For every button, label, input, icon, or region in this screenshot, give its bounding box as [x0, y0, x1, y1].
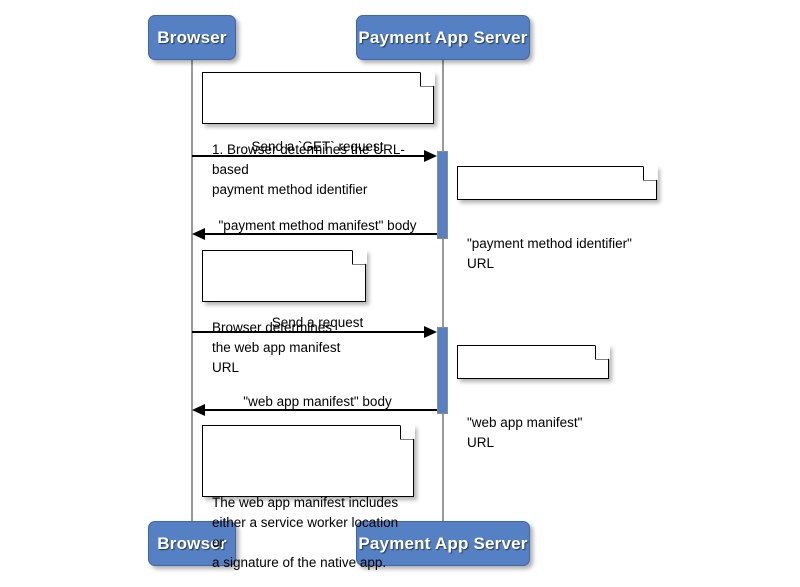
message-line-payment-method-manifest-body [204, 233, 443, 235]
participant-label-browser-top: Browser [157, 27, 227, 47]
participant-box-browser-top[interactable]: Browser [148, 15, 236, 60]
note-web-app-manifest-url: "web app manifest" URL [457, 344, 610, 450]
note-browser-determines-web-app-manifest-url: Browser determines the web app manifest … [202, 249, 367, 375]
message-text-4: "web app manifest" body [243, 394, 392, 409]
activation-bar-server-2 [437, 327, 448, 414]
activation-bar-server-1 [437, 151, 448, 239]
note-browser-determines-identifier: 1. Browser determines the URL-based paym… [202, 71, 435, 197]
lifeline-payment-app-server [442, 60, 444, 522]
note-web-app-manifest-includes: The web app manifest includes either a s… [202, 424, 415, 570]
note-text-2: "payment method identifier" URL [467, 236, 632, 271]
message-line-send-a-request [192, 331, 430, 333]
note-text-5: The web app manifest includes either a s… [212, 495, 399, 570]
arrowhead-right-1 [424, 150, 437, 162]
message-text-3: Send a request [271, 315, 364, 330]
participant-label-browser-bottom: Browser [157, 533, 227, 553]
message-label-send-a-request: Send a request [192, 315, 443, 330]
note-text-4: "web app manifest" URL [467, 415, 583, 450]
message-line-web-app-manifest-body [204, 409, 443, 411]
note-text-1: 1. Browser determines the URL-based paym… [212, 142, 405, 197]
participant-box-payment-app-server-top[interactable]: Payment App Server [356, 15, 530, 60]
arrowhead-right-2 [424, 326, 437, 338]
lifeline-browser [191, 60, 193, 522]
note-payment-method-identifier-url: "payment method identifier" URL [457, 165, 658, 271]
participant-label-payment-app-server-bottom: Payment App Server [358, 533, 528, 553]
arrowhead-left-2 [192, 404, 205, 416]
arrowhead-left-1 [192, 228, 205, 240]
participant-box-browser-bottom[interactable]: Browser [148, 521, 236, 566]
message-line-send-get-request [192, 155, 430, 157]
message-text-1: Send a `GET` request [251, 139, 384, 154]
participant-label-payment-app-server-top: Payment App Server [358, 27, 528, 47]
message-label-payment-method-manifest-body: "payment method manifest" body [192, 218, 443, 233]
note-text-3: Browser determines the web app manifest … [212, 320, 341, 375]
participant-box-payment-app-server-bottom[interactable]: Payment App Server [356, 521, 530, 566]
message-label-send-get-request: Send a `GET` request [192, 139, 443, 154]
message-text-2: "payment method manifest" body [218, 218, 417, 233]
message-label-web-app-manifest-body: "web app manifest" body [192, 394, 443, 409]
